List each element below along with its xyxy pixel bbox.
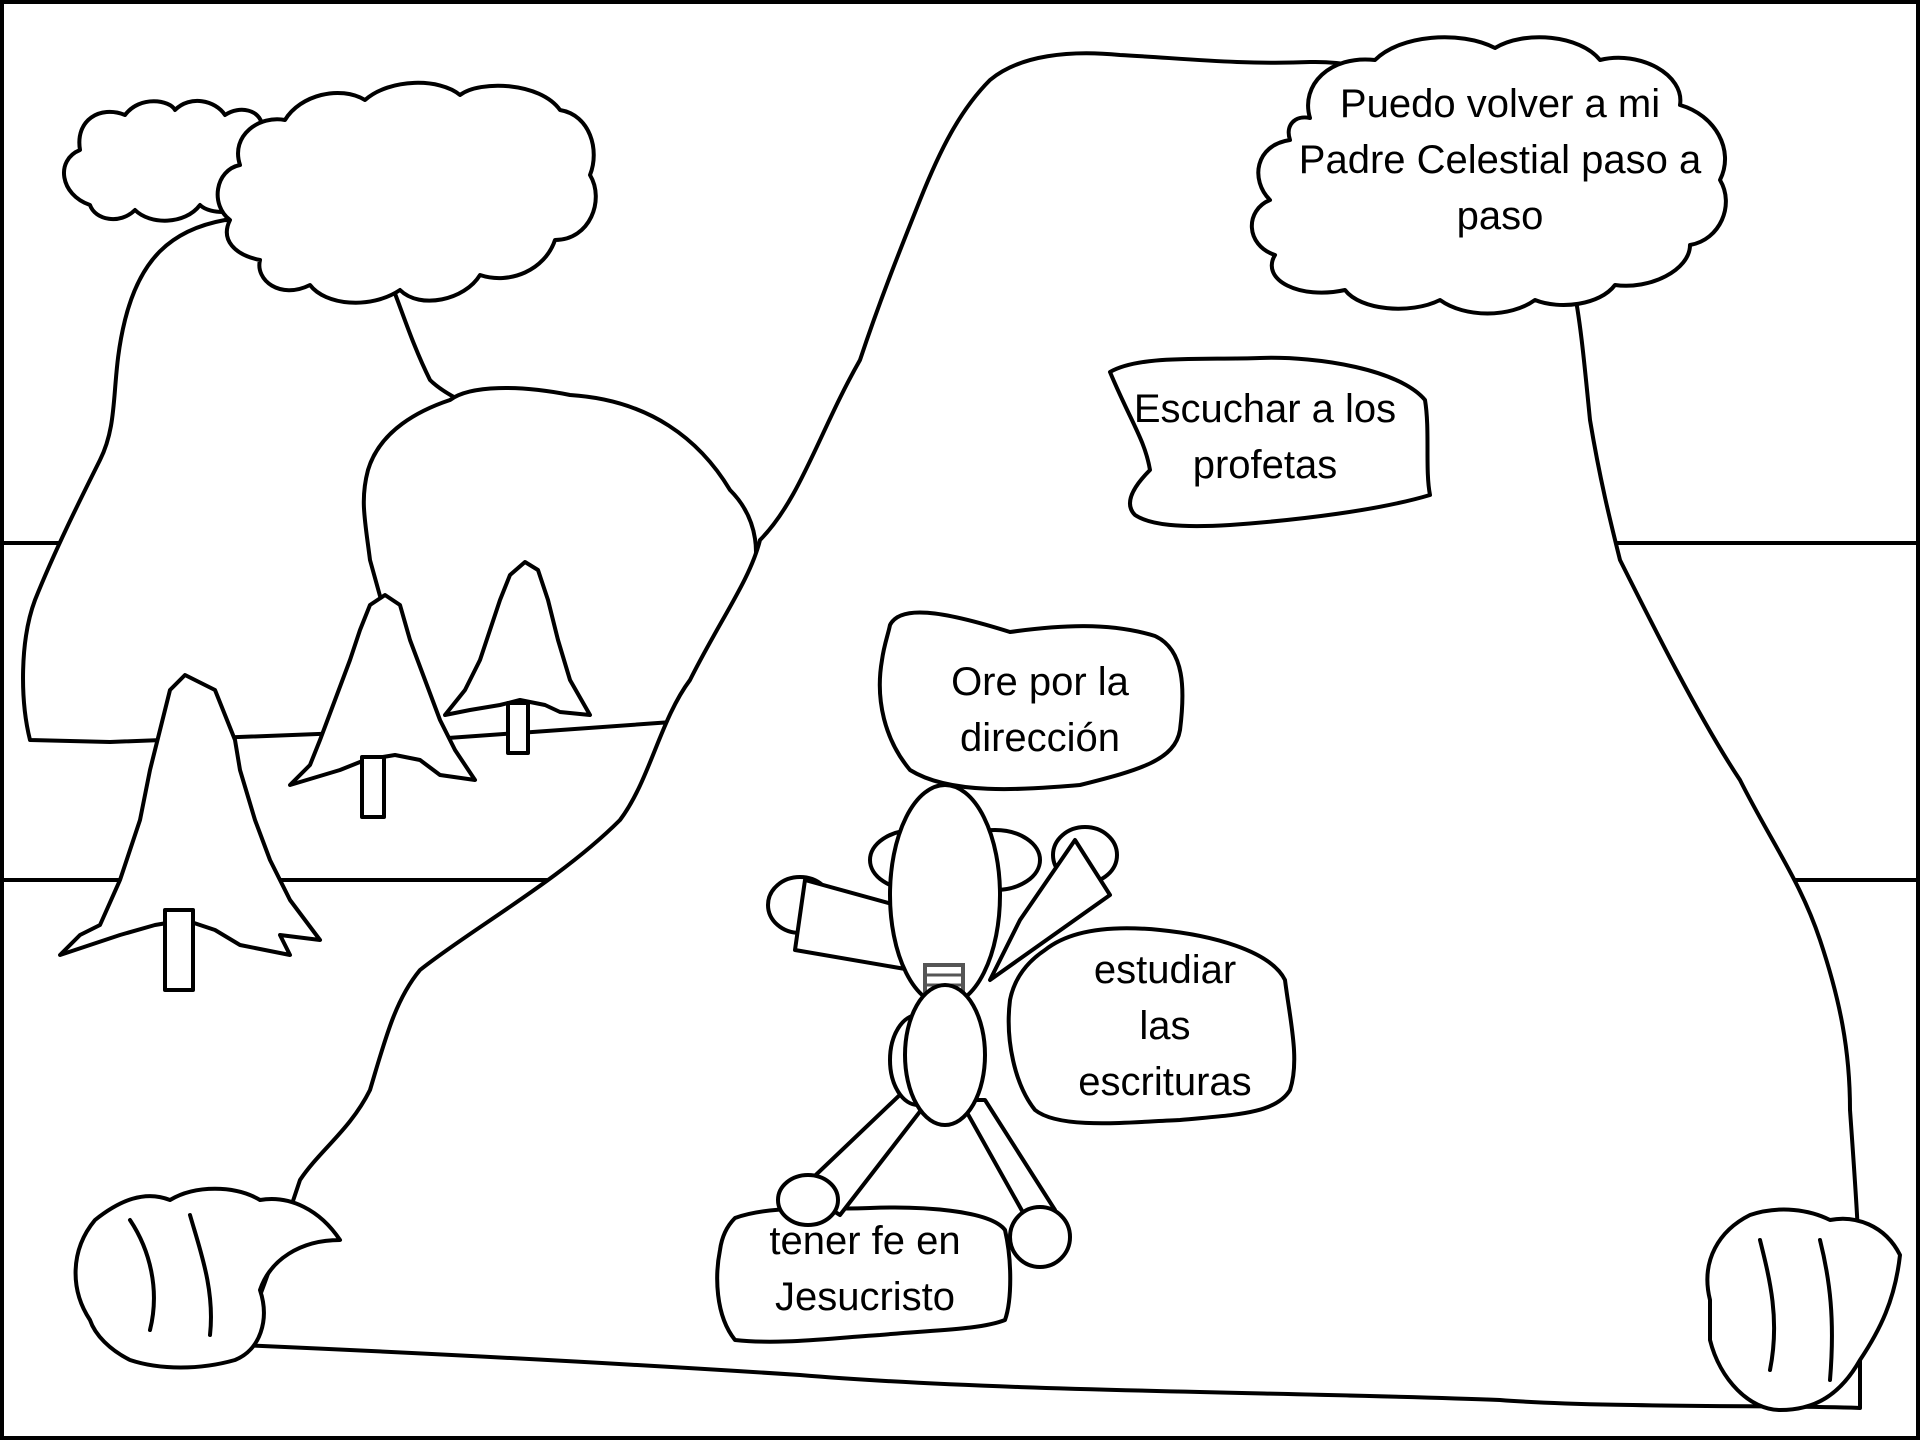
goal-cloud-text: Puedo volver a mi Padre Celestial paso a… xyxy=(1290,76,1710,244)
goal-cloud-icon xyxy=(1249,35,1728,316)
cloud-icon-large xyxy=(215,80,598,305)
scriptures-line-2: las xyxy=(1139,1004,1191,1048)
pray-plaque xyxy=(877,610,1185,792)
prophets-text: Escuchar a los profetas xyxy=(1115,381,1415,493)
scriptures-line-1: estudiar xyxy=(1093,948,1237,992)
scriptures-plaque xyxy=(1006,926,1297,1126)
pine-tree-icon-middle xyxy=(288,593,477,819)
scriptures-line-3: escrituras xyxy=(1078,1060,1252,1104)
goal-line-2: Padre Celestial paso a xyxy=(1298,138,1702,182)
prophets-plaque xyxy=(1108,355,1432,529)
pine-tree-icon-back xyxy=(443,560,592,755)
pray-text: Ore por la dirección xyxy=(905,654,1175,766)
pine-tree-icon-front xyxy=(58,673,322,992)
goal-line-3: paso xyxy=(1456,194,1544,238)
bush-icon-right xyxy=(1705,1207,1902,1412)
pray-line-2: dirección xyxy=(959,716,1121,760)
faith-text: tener fe en Jesucristo xyxy=(725,1213,1005,1325)
prophets-line-1: Escuchar a los xyxy=(1133,387,1397,431)
climber-figure-icon xyxy=(766,783,1119,1269)
pray-line-1: Ore por la xyxy=(951,660,1129,704)
faith-plaque xyxy=(715,1205,1013,1344)
faith-line-1: tener fe en xyxy=(769,1219,961,1263)
faith-line-2: Jesucristo xyxy=(774,1275,956,1319)
middle-hill xyxy=(361,386,758,742)
bush-icon-left xyxy=(73,1186,342,1370)
cloud-icon-small xyxy=(62,98,264,223)
goal-line-1: Puedo volver a mi xyxy=(1339,82,1661,126)
prophets-line-2: profetas xyxy=(1192,443,1338,487)
scriptures-text: estudiar las escrituras xyxy=(1040,942,1290,1110)
